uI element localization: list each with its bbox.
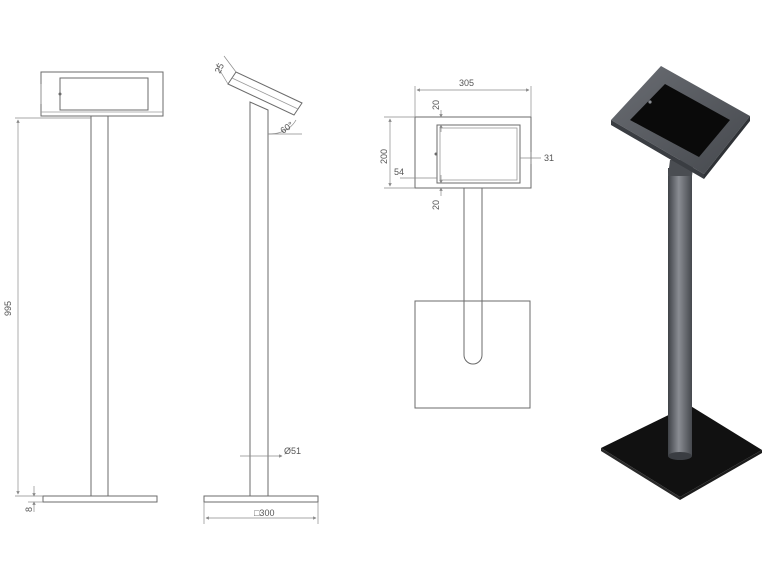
- frame-right-label: 31: [544, 153, 554, 163]
- kiosk-render: [601, 66, 762, 500]
- holder-width-label: 305: [459, 78, 474, 88]
- side-view: [203, 55, 319, 524]
- pole-diameter-label: Ø51: [284, 446, 301, 456]
- front-base: [42, 495, 158, 503]
- holder-height-label: 200: [379, 149, 389, 164]
- back-holder: [414, 116, 532, 189]
- tilt-angle-label: 60°: [278, 119, 295, 135]
- front-pole: [90, 115, 109, 499]
- front-view: [15, 71, 164, 512]
- holder-thickness-label: 25: [213, 62, 226, 75]
- frame-top-label: 20: [431, 100, 441, 110]
- back-view: [384, 86, 541, 409]
- base-size-label: □300: [254, 508, 274, 518]
- back-pole: [463, 188, 483, 365]
- frame-left-label: 54: [394, 167, 404, 177]
- back-base: [414, 300, 531, 409]
- height-label: 995: [3, 301, 13, 316]
- render-pole: [668, 168, 692, 456]
- frame-bottom-label: 20: [431, 200, 441, 210]
- side-base: [203, 495, 319, 503]
- render-screen: [630, 84, 730, 157]
- side-pole: [249, 101, 269, 498]
- base-thickness-label: 8: [24, 507, 34, 512]
